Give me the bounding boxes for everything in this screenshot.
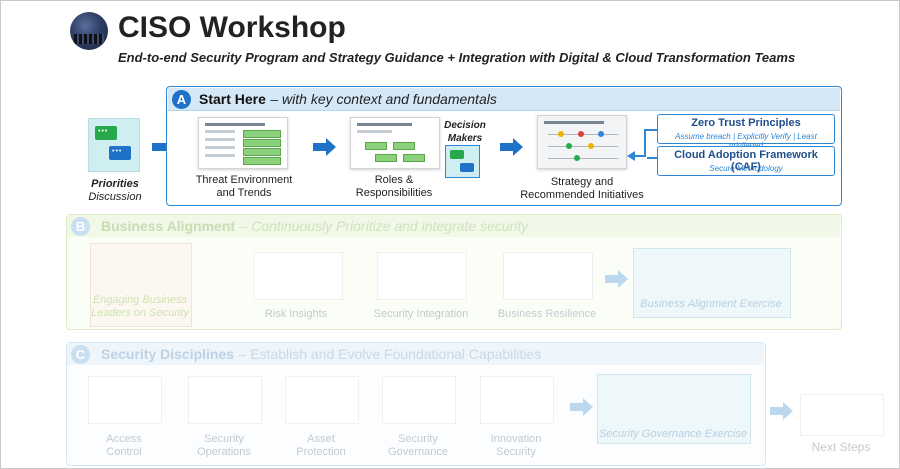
- arrow-icon: [605, 270, 629, 288]
- priorities-discussion[interactable]: ••• •••: [88, 118, 140, 172]
- arrow-icon: [770, 402, 794, 420]
- arrow-icon: [500, 138, 524, 156]
- business-alignment-exercise[interactable]: [633, 248, 791, 318]
- section-a-header: [168, 88, 840, 111]
- arrow-icon: [570, 398, 594, 416]
- security-integration-label: Security Integration: [373, 308, 469, 320]
- security-governance-exercise[interactable]: [597, 374, 751, 444]
- page-title: CISO Workshop: [118, 11, 346, 44]
- roles-label: Roles &Responsibilities: [355, 174, 433, 199]
- risk-insights-thumbnail[interactable]: [253, 252, 343, 300]
- section-a-heading: Start Here – with key context and fundam…: [199, 91, 497, 107]
- section-a-badge: A: [172, 90, 191, 109]
- security-integration-thumbnail[interactable]: [377, 252, 467, 300]
- security-governance-thumbnail[interactable]: [382, 376, 456, 424]
- section-c-badge: C: [71, 345, 90, 364]
- city-logo-icon: [70, 12, 108, 50]
- decision-makers-chat[interactable]: [445, 145, 480, 178]
- section-b-heading: Business Alignment – Continuously Priori…: [101, 218, 529, 234]
- strategy-thumbnail[interactable]: [537, 115, 627, 169]
- next-steps-thumbnail[interactable]: [800, 394, 884, 436]
- access-control-thumbnail[interactable]: [88, 376, 162, 424]
- threat-environment-thumbnail[interactable]: [198, 117, 288, 169]
- section-c-heading: Security Disciplines – Establish and Evo…: [101, 346, 542, 362]
- section-b-badge: B: [71, 217, 90, 236]
- chat-bubble-icon: [460, 163, 474, 172]
- business-resilience-thumbnail[interactable]: [503, 252, 593, 300]
- section-c-header: [67, 343, 764, 365]
- arrow-icon: [313, 138, 337, 156]
- chat-bubble-icon: •••: [109, 146, 131, 160]
- zero-trust-pill[interactable]: Zero Trust Principles Assume breach | Ex…: [657, 114, 835, 150]
- next-steps-label: Next Steps: [811, 440, 871, 454]
- business-alignment-exercise-label: Business Alignment Exercise: [640, 298, 782, 310]
- chat-bubble-icon: [450, 150, 464, 159]
- chat-bubble-icon: •••: [95, 126, 117, 140]
- page-subtitle: End-to-end Security Program and Strategy…: [118, 50, 796, 65]
- roles-thumbnail[interactable]: [350, 117, 440, 169]
- business-resilience-label: Business Resilience: [497, 308, 597, 320]
- caf-pill[interactable]: Cloud Adoption Framework (CAF) Secure Me…: [657, 146, 835, 176]
- innovation-security-thumbnail[interactable]: [480, 376, 554, 424]
- risk-insights-label: Risk Insights: [264, 308, 328, 320]
- section-b-header: [67, 215, 840, 237]
- engaging-leaders-thumbnail[interactable]: [90, 243, 192, 327]
- security-operations-thumbnail[interactable]: [188, 376, 262, 424]
- asset-protection-thumbnail[interactable]: [285, 376, 359, 424]
- security-governance-exercise-label: Security Governance Exercise: [599, 428, 747, 440]
